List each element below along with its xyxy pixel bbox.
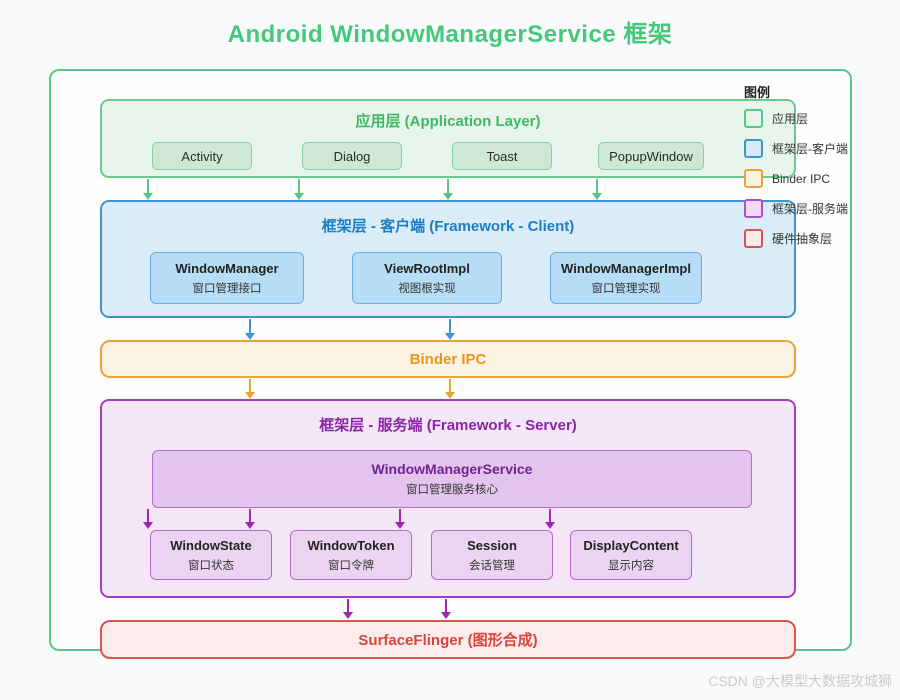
arrow-down-icon	[591, 179, 603, 200]
arrow-down-icon	[440, 599, 452, 619]
server-layer: 框架层 - 服务端 (Framework - Server) WindowMan…	[100, 399, 796, 598]
legend-swatch-framework-client-icon	[744, 139, 763, 158]
arrow-down-icon	[244, 379, 256, 399]
arrow-down-icon	[244, 319, 256, 340]
arrow-down-icon	[444, 319, 456, 340]
client-layer-title: 框架层 - 客户端 (Framework - Client)	[321, 218, 575, 235]
item-desc: 视图根实现	[398, 282, 456, 295]
legend-swatch-hal-icon	[744, 229, 763, 248]
arrow-down-icon	[394, 509, 406, 529]
client-item-windowmanager: WindowManager 窗口管理接口	[150, 252, 304, 304]
binder-ipc-layer: Binder IPC	[100, 340, 796, 378]
client-item-viewrootimpl: ViewRootImpl 视图根实现	[352, 252, 502, 304]
item-name: WindowState	[170, 537, 252, 553]
legend-label: 硬件抽象层	[772, 232, 833, 246]
app-item-toast: Toast	[452, 142, 552, 170]
item-desc: 窗口管理服务核心	[406, 484, 498, 496]
arrow-down-icon	[544, 509, 556, 529]
item-name: ViewRootImpl	[384, 260, 470, 276]
legend-label: 框架层-服务端	[772, 202, 848, 216]
app-layer-title: 应用层 (Application Layer)	[355, 113, 541, 130]
server-item-windowstate: WindowState 窗口状态	[150, 530, 272, 580]
app-item-activity: Activity	[152, 142, 252, 170]
legend-item: 框架层-服务端	[744, 197, 894, 220]
binder-ipc-title: Binder IPC	[409, 350, 487, 368]
page-title: Android WindowManagerService 框架	[227, 21, 673, 48]
legend-item: 框架层-客户端	[744, 137, 894, 160]
item-desc: 会话管理	[469, 559, 515, 572]
item-desc: 窗口令牌	[328, 559, 374, 572]
item-desc: 窗口状态	[188, 559, 234, 572]
surfaceflinger-title: SurfaceFlinger (图形合成)	[358, 632, 538, 649]
client-item-windowmanagerimpl: WindowManagerImpl 窗口管理实现	[550, 252, 702, 304]
item-name: Session	[467, 537, 517, 553]
server-layer-title: 框架层 - 服务端 (Framework - Server)	[319, 417, 577, 434]
item-name: WindowManagerService	[371, 461, 533, 477]
legend-swatch-framework-server-icon	[744, 199, 763, 218]
client-layer: 框架层 - 客户端 (Framework - Client) WindowMan…	[100, 200, 796, 318]
legend: 图例 应用层 框架层-客户端 Binder IPC 框架层-服务端 硬件抽象层	[744, 82, 894, 257]
legend-label: Binder IPC	[772, 171, 831, 186]
arrow-down-icon	[442, 179, 454, 200]
item-name: WindowToken	[307, 537, 395, 553]
legend-swatch-binder-ipc-icon	[744, 169, 763, 188]
arrow-down-icon	[142, 179, 154, 200]
item-desc: 显示内容	[608, 559, 654, 572]
item-desc: 窗口管理实现	[591, 282, 661, 295]
server-item-windowtoken: WindowToken 窗口令牌	[290, 530, 412, 580]
legend-title: 图例	[744, 85, 771, 100]
legend-swatch-app-layer-icon	[744, 109, 763, 128]
legend-item: Binder IPC	[744, 167, 894, 190]
surfaceflinger-layer: SurfaceFlinger (图形合成)	[100, 620, 796, 659]
arrow-down-icon	[293, 179, 305, 200]
item-name: DisplayContent	[583, 537, 679, 553]
arrow-down-icon	[142, 509, 154, 529]
legend-item: 硬件抽象层	[744, 227, 894, 250]
app-item-popupwindow: PopupWindow	[598, 142, 704, 170]
arrow-down-icon	[444, 379, 456, 399]
item-name: WindowManagerImpl	[561, 260, 691, 276]
item-name: WindowManager	[175, 260, 279, 276]
item-desc: 窗口管理接口	[192, 282, 262, 295]
arrow-down-icon	[342, 599, 354, 619]
legend-label: 框架层-客户端	[772, 142, 848, 156]
app-layer: 应用层 (Application Layer) Activity Dialog …	[100, 99, 796, 178]
server-item-session: Session 会话管理	[431, 530, 553, 580]
legend-item: 应用层	[744, 107, 894, 130]
app-item-dialog: Dialog	[302, 142, 402, 170]
server-item-displaycontent: DisplayContent 显示内容	[570, 530, 692, 580]
watermark: CSDN @大模型大数据攻城狮	[708, 673, 892, 689]
legend-label: 应用层	[772, 112, 809, 126]
windowmanagerservice-box: WindowManagerService 窗口管理服务核心	[152, 450, 752, 508]
arrow-down-icon	[244, 509, 256, 529]
